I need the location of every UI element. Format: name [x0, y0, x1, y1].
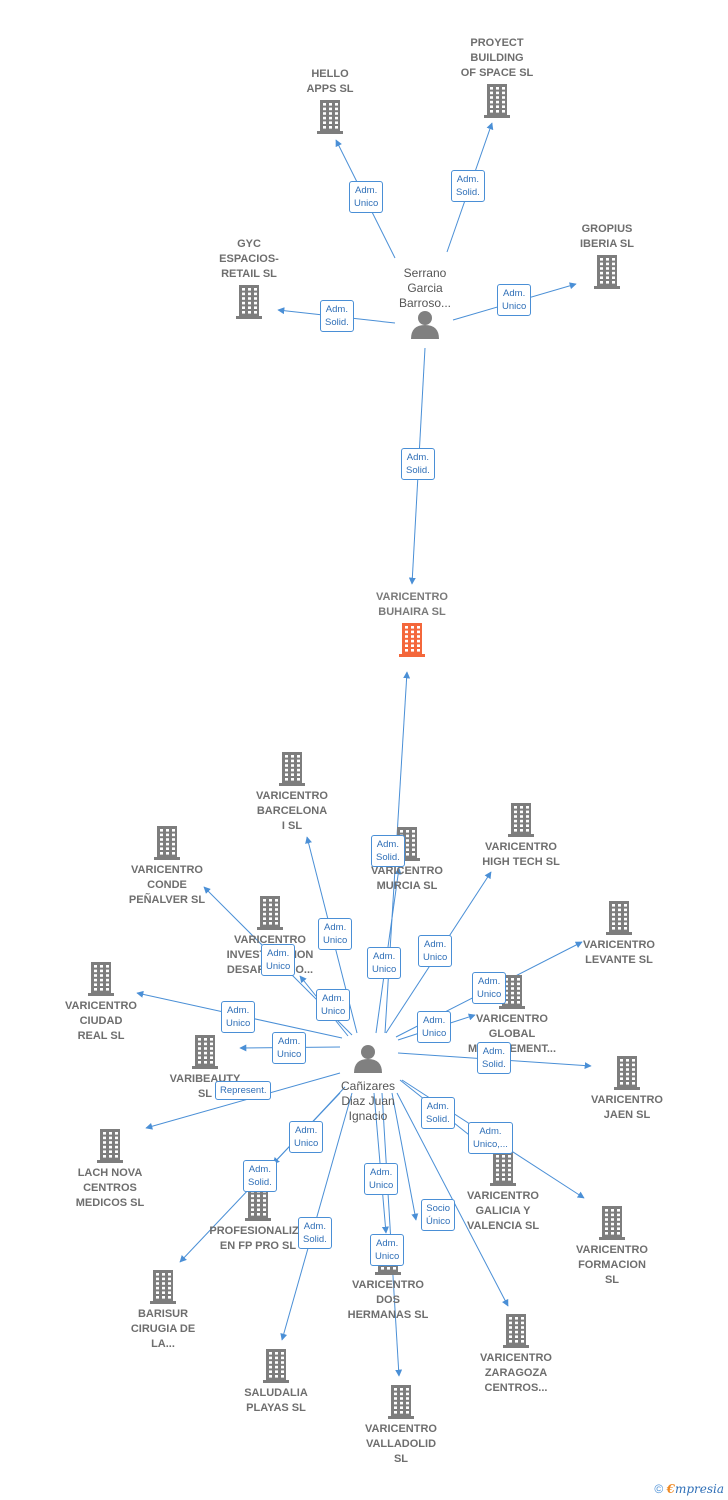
company-name-label[interactable]: VARICENTRO GALICIA Y VALENCIA SL	[466, 1190, 540, 1232]
edge-role-badge[interactable]: Adm. Solid.	[477, 1042, 511, 1074]
building-icon[interactable]	[614, 1056, 640, 1090]
company-name-label[interactable]: VARICENTRO HIGH TECH SL	[482, 841, 560, 868]
building-icon[interactable]	[154, 826, 180, 860]
building-icon[interactable]	[599, 1206, 625, 1240]
edge-role-badge[interactable]: Adm. Solid.	[298, 1217, 332, 1249]
building-icon[interactable]	[388, 1385, 414, 1419]
company-name-label[interactable]: VARICENTRO MURCIA SL	[371, 865, 443, 892]
building-icon[interactable]	[279, 752, 305, 786]
edge-role-badge[interactable]: Adm. Unico	[497, 284, 532, 316]
edge-role-badge[interactable]: Adm. Unico	[316, 989, 351, 1021]
edge-role-badge[interactable]: Adm. Unico	[364, 1163, 399, 1195]
company-name-label[interactable]: VARICENTRO ZARAGOZA CENTROS...	[480, 1352, 552, 1394]
edge-line	[391, 1092, 419, 1221]
building-icon[interactable]	[97, 1129, 123, 1163]
target-building-icon[interactable]	[399, 623, 425, 657]
building-icon[interactable]	[490, 1152, 516, 1186]
company-name-label[interactable]: VARICENTRO BUHAIRA SL	[376, 591, 448, 618]
icons-layer	[88, 84, 640, 1419]
building-icon[interactable]	[236, 285, 262, 319]
company-name-label[interactable]: HELLO APPS SL	[306, 68, 354, 95]
company-name-label[interactable]: PROYECT BUILDING OF SPACE SL	[460, 37, 534, 79]
building-icon[interactable]	[88, 962, 114, 996]
company-name-label[interactable]: VARICENTRO LEVANTE SL	[583, 939, 655, 966]
company-name-label[interactable]: VARICENTRO FORMACION SL	[576, 1244, 648, 1286]
edge-role-badge[interactable]: Adm. Solid.	[320, 300, 354, 332]
building-icon[interactable]	[245, 1187, 271, 1221]
person-icon[interactable]	[354, 1045, 382, 1073]
building-icon[interactable]	[317, 100, 343, 134]
building-icon[interactable]	[503, 1314, 529, 1348]
building-icon[interactable]	[263, 1349, 289, 1383]
empresia-logo: €mpresia	[666, 1482, 724, 1496]
building-icon[interactable]	[484, 84, 510, 118]
edge-role-badge[interactable]: Adm. Unico,...	[468, 1122, 513, 1154]
edge-role-badge[interactable]: Adm. Unico	[418, 935, 453, 967]
edge-role-badge[interactable]: Adm. Solid.	[243, 1160, 277, 1192]
edge-role-badge[interactable]: Adm. Solid.	[451, 170, 485, 202]
company-name-label[interactable]: PROFESIONALIZA EN FP PRO SL	[209, 1225, 307, 1252]
company-name-label[interactable]: SALUDALIA PLAYAS SL	[244, 1387, 308, 1414]
person-icon[interactable]	[411, 311, 439, 339]
edge-role-badge[interactable]: Adm. Unico	[472, 972, 507, 1004]
edge-role-badge[interactable]: Adm. Solid.	[401, 448, 435, 480]
edge-role-badge[interactable]: Adm. Solid.	[371, 835, 405, 867]
edge-role-badge[interactable]: Adm. Unico	[349, 181, 384, 213]
edge-role-badge[interactable]: Adm. Unico	[289, 1121, 324, 1153]
person-name-label[interactable]: Serrano Garcia Barroso...	[398, 266, 452, 310]
edge-role-badge[interactable]: Adm. Solid.	[421, 1097, 455, 1129]
edge-role-badge[interactable]: Adm. Unico	[417, 1011, 452, 1043]
company-name-label[interactable]: VARICENTRO GLOBAL MANAGEMENT...	[468, 1013, 556, 1055]
building-icon[interactable]	[192, 1035, 218, 1069]
company-name-label[interactable]: GYC ESPACIOS- RETAIL SL	[219, 238, 279, 280]
company-name-label[interactable]: VARICENTRO CIUDAD REAL SL	[65, 1000, 137, 1042]
building-icon[interactable]	[150, 1270, 176, 1304]
company-name-label[interactable]: VARICENTRO CONDE PEÑALVER SL	[128, 864, 206, 906]
edge-role-badge[interactable]: Adm. Unico	[261, 944, 296, 976]
edge-line	[280, 1092, 353, 1341]
empresia-watermark[interactable]: © €mpresia	[654, 1482, 724, 1496]
company-name-label[interactable]: VARICENTRO VALLADOLID SL	[365, 1423, 437, 1465]
company-name-label[interactable]: VARICENTRO BARCELONA I SL	[256, 790, 328, 832]
building-icon[interactable]	[257, 896, 283, 930]
edge-role-badge[interactable]: Adm. Unico	[370, 1234, 405, 1266]
copyright-icon: ©	[654, 1482, 664, 1496]
edge-line	[145, 1072, 341, 1130]
company-name-label[interactable]: VARICENTRO JAEN SL	[591, 1094, 663, 1121]
building-icon[interactable]	[508, 803, 534, 837]
edge-role-badge[interactable]: Represent.	[215, 1081, 272, 1100]
edge-role-badge[interactable]: Adm. Unico	[367, 947, 402, 979]
edge-role-badge[interactable]: Adm. Unico	[221, 1001, 256, 1033]
person-name-label[interactable]: Cañizares Diaz Juan Ignacio	[340, 1079, 396, 1123]
building-icon[interactable]	[606, 901, 632, 935]
edge-role-badge[interactable]: Adm. Unico	[272, 1032, 307, 1064]
building-icon[interactable]	[499, 975, 525, 1009]
edge-role-badge[interactable]: Adm. Unico	[318, 918, 353, 950]
building-icon[interactable]	[594, 255, 620, 289]
company-name-label[interactable]: BARISUR CIRUGIA DE LA...	[130, 1308, 196, 1350]
company-name-label[interactable]: LACH NOVA CENTROS MEDICOS SL	[75, 1167, 145, 1209]
company-name-label[interactable]: GROPIUS IBERIA SL	[580, 223, 634, 250]
edge-role-badge[interactable]: Socio Único	[421, 1199, 456, 1231]
company-name-label[interactable]: VARICENTRO DOS HERMANAS SL	[347, 1279, 429, 1321]
